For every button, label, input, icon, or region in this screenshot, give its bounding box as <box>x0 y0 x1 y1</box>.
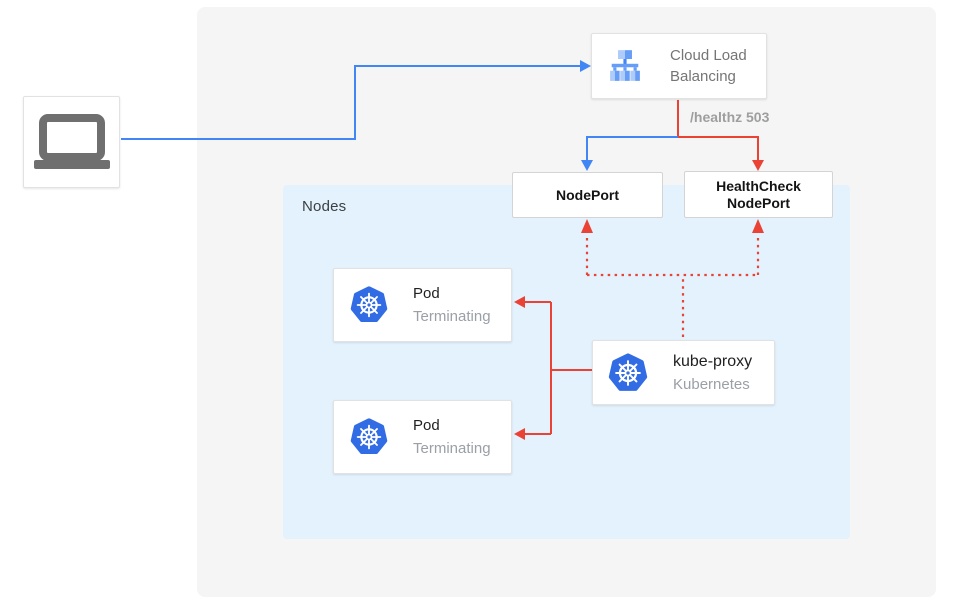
cloud-load-balancing-icon <box>606 47 644 85</box>
pod-title: Pod <box>413 417 440 434</box>
laptop-icon <box>33 113 111 171</box>
kubernetes-helm-icon <box>349 285 389 325</box>
healthcheck-nodeport-card: HealthCheck NodePort <box>684 171 833 218</box>
cloud-load-balancing-card: Cloud Load Balancing <box>591 33 767 99</box>
clb-label-line2: Balancing <box>670 68 736 85</box>
healthcheck-label-line1: HealthCheck <box>716 177 801 194</box>
pod-title: Pod <box>413 285 440 302</box>
kubernetes-helm-icon <box>607 352 649 394</box>
kubernetes-helm-icon <box>349 417 389 457</box>
pod-status: Terminating <box>413 308 491 325</box>
client-card <box>23 96 120 188</box>
pod-card-2: Pod Terminating <box>333 400 512 474</box>
nodes-region-label: Nodes <box>302 198 347 215</box>
pod-card-1: Pod Terminating <box>333 268 512 342</box>
kube-proxy-title: kube-proxy <box>673 352 753 370</box>
nodeport-label: NodePort <box>556 186 619 203</box>
nodeport-card: NodePort <box>512 172 663 218</box>
kube-proxy-subtitle: Kubernetes <box>673 375 750 393</box>
kube-proxy-card: kube-proxy Kubernetes <box>592 340 775 405</box>
healthcheck-label-line2: NodePort <box>727 194 790 211</box>
pod-status: Terminating <box>413 440 491 457</box>
healthz-503-label: /healthz 503 <box>690 109 770 125</box>
clb-label-line1: Cloud Load <box>670 47 747 64</box>
